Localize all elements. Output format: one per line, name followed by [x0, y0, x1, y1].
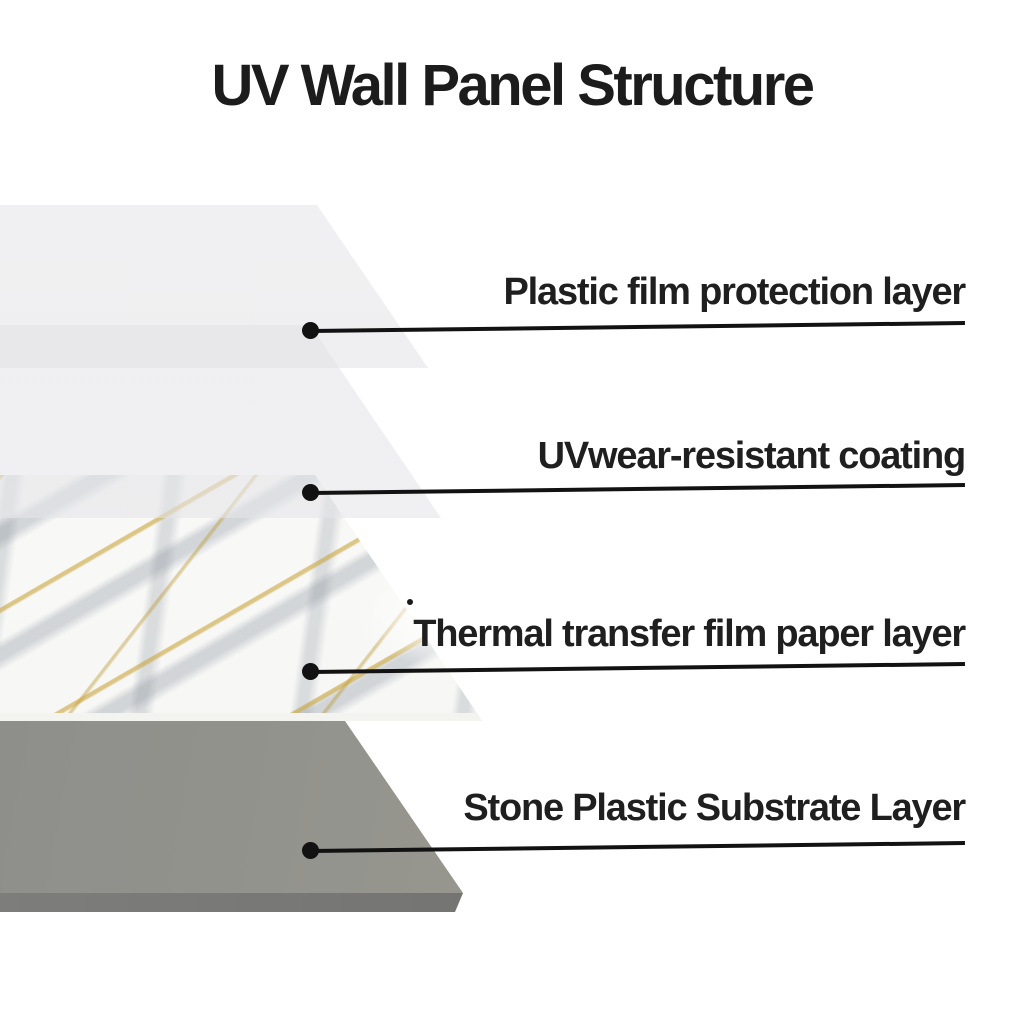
small-dot-artifact	[407, 599, 413, 605]
leader-dot-thermal-transfer-film	[302, 663, 319, 680]
label-uv-coating: UVwear-resistant coating	[537, 435, 967, 477]
leader-dot-stone-plastic-substrate	[302, 842, 319, 859]
page-title: UV Wall Panel Structure	[211, 53, 815, 118]
label-stone-plastic-substrate: Stone Plastic Substrate Layer	[463, 787, 966, 829]
leader-line-stone-plastic-substrate	[310, 841, 965, 853]
leader-dot-plastic-film	[302, 322, 319, 339]
leader-dot-uv-coating	[302, 484, 319, 501]
label-thermal-transfer-film: Thermal transfer film paper layer	[413, 613, 966, 655]
label-plastic-film: Plastic film protection layer	[503, 271, 967, 313]
